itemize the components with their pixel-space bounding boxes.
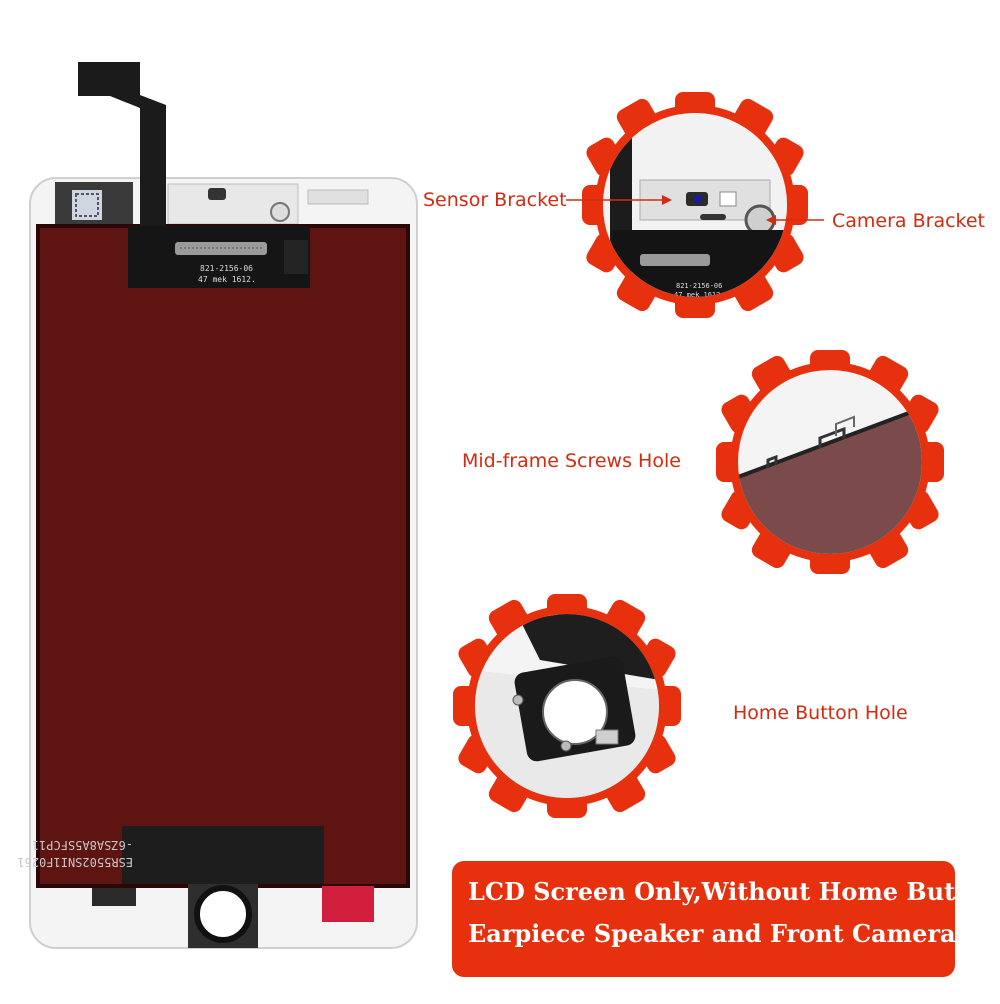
bottom-label — [122, 826, 324, 884]
sensor-slot — [208, 188, 226, 200]
flex-part-number: 821-2156-06 — [200, 264, 253, 273]
zoom-part-number: 821-2156-06 — [676, 282, 722, 290]
lcd-panel — [38, 226, 408, 886]
camera-ring — [270, 202, 290, 222]
lcd-screen-assembly: 821-2156-06 47 mek 1612. -6ZSA8A5SFCP11 … — [17, 62, 418, 949]
red-flex-patch — [322, 886, 374, 922]
bottom-label-text-1: -6ZSA8A5SFCP11 — [32, 838, 133, 852]
banner-line-1: LCD Screen Only,Without Home Button — [468, 877, 1000, 906]
camera-bracket-label: Camera Bracket — [832, 210, 986, 232]
zoom-date-code: 47 mek 1612. — [674, 291, 725, 299]
zoom-midframe — [716, 350, 944, 574]
flex-board — [128, 226, 310, 288]
flex-date-code: 47 mek 1612. — [198, 275, 256, 284]
home-button-hole — [194, 885, 252, 943]
notice-banner: LCD Screen Only,Without Home Button Earp… — [452, 861, 1000, 977]
zoom-sensor-camera: 821-2156-06 47 mek 1612. — [566, 92, 824, 318]
home-button-hole-label: Home Button Hole — [733, 702, 908, 724]
midframe-screws-hole-label: Mid-frame Screws Hole — [462, 450, 681, 472]
banner-line-2: Earpiece Speaker and Front Camera — [468, 919, 956, 948]
zoom-home-button — [453, 594, 681, 818]
flex-cable — [78, 62, 166, 230]
sensor-bracket-label: Sensor Bracket — [423, 189, 567, 211]
bottom-label-text-2: ESR5502SNI1F0261 — [17, 855, 133, 869]
